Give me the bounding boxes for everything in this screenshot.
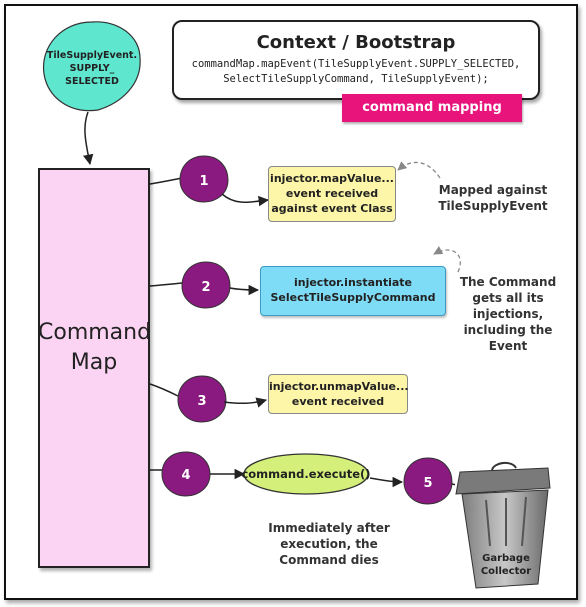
step-2-line2: SelectTileSupplyCommand <box>270 291 436 304</box>
command-map-line2: Map <box>70 350 118 375</box>
step-2-note-line1: The Command <box>459 275 557 289</box>
step-1-number: 1 <box>199 174 208 189</box>
arrow-exec-to-5 <box>369 476 404 488</box>
connector-2 <box>149 282 183 287</box>
step-4-note-line2: execution, the <box>280 537 378 551</box>
note-2-arrow <box>433 246 461 273</box>
step-2-note: The Command gets all its injections, inc… <box>448 274 568 354</box>
step-2-box: injector.instantiate SelectTileSupplyCom… <box>260 266 446 316</box>
step-1-box: injector.mapValue... event received agai… <box>268 166 396 222</box>
step-4-number: 4 <box>181 468 190 483</box>
execute-label: command.execute() <box>241 467 370 481</box>
step-1-circle <box>179 155 229 203</box>
arrow-1 <box>221 193 270 207</box>
step-2-note-line3: injections, <box>472 307 544 321</box>
command-map-label: Command Map <box>38 318 152 378</box>
connector-1 <box>149 177 183 185</box>
event-blob-line1: TileSupplyEvent. <box>47 50 137 61</box>
step-4-note: Immediately after execution, the Command… <box>254 520 404 568</box>
command-mapping-tag: command mapping <box>342 94 522 122</box>
blob-to-map-arrow <box>82 111 94 166</box>
step-2-number: 2 <box>201 280 210 295</box>
step-2-circle <box>181 261 231 309</box>
step-1-line2: event received <box>285 187 379 200</box>
trash-can-icon <box>455 462 551 589</box>
step-1-line3: against event Class <box>271 202 393 215</box>
event-blob-line2: SUPPLY_ <box>70 63 115 74</box>
step-4-circle <box>161 451 211 497</box>
step-1-note-line2: TileSupplyEvent <box>438 199 548 213</box>
step-3-circle <box>177 375 227 423</box>
step-2-note-line2: gets all its <box>472 291 544 305</box>
command-map-box <box>38 168 150 568</box>
context-title: Context / Bootstrap <box>256 32 456 53</box>
garbage-line1: Garbage <box>482 553 530 564</box>
command-map-line1: Command <box>38 320 152 345</box>
context-code-line1: commandMap.mapEvent(TileSupplyEvent.SUPP… <box>191 58 521 70</box>
connector-3 <box>149 383 179 397</box>
step-2-note-line4: including the <box>463 323 553 337</box>
step-3-number: 3 <box>197 394 206 409</box>
step-1-note-line1: Mapped against <box>438 183 548 197</box>
step-1-note: Mapped against TileSupplyEvent <box>420 182 566 214</box>
step-3-box: injector.unmapValue... event received <box>268 374 409 414</box>
arrow-3 <box>223 397 268 408</box>
step-3-line2: event received <box>291 395 385 408</box>
context-code-line2: SelectTileSupplyCommand, TileSupplyEvent… <box>223 73 489 85</box>
step-2-note-line5: Event <box>488 339 528 353</box>
step-3-line1: injector.unmapValue... <box>269 380 409 393</box>
execute-ellipse <box>243 453 369 495</box>
step-5-circle <box>403 457 453 505</box>
note-1-arrow <box>397 161 441 179</box>
garbage-line2: Collector <box>481 566 531 577</box>
step-4-note-line3: Command dies <box>279 553 379 567</box>
context-box: Context / Bootstrap commandMap.mapEvent(… <box>172 20 540 100</box>
arrow-2 <box>229 284 260 296</box>
step-5-number: 5 <box>423 476 432 491</box>
event-blob <box>42 21 141 112</box>
step-4-note-line1: Immediately after <box>268 521 390 535</box>
event-blob-line3: SELECTED <box>65 76 119 87</box>
step-2-line1: injector.instantiate <box>293 276 413 289</box>
step-1-line1: injector.mapValue... <box>270 172 394 185</box>
